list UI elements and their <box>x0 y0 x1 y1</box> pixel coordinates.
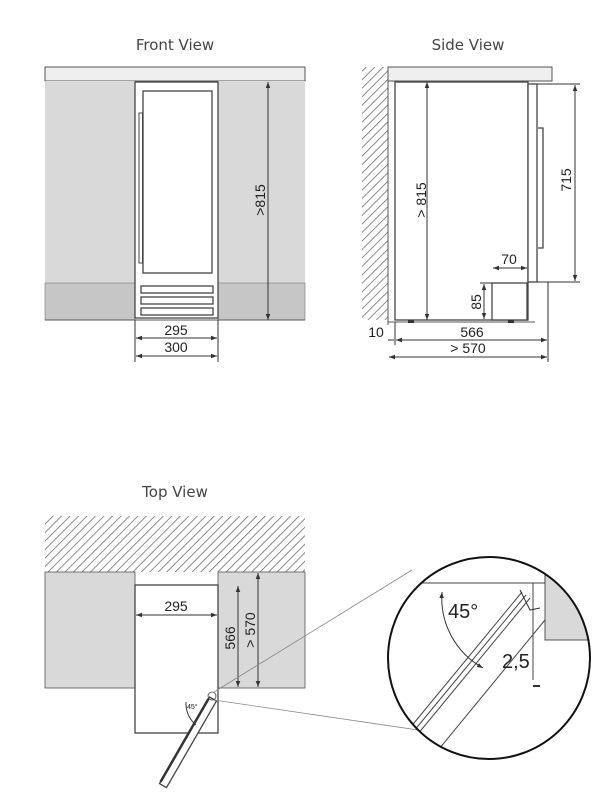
niche-depth-label: > 570 <box>450 340 486 356</box>
countertop <box>387 66 553 82</box>
countertop <box>44 66 306 82</box>
top-depth-label: 566 <box>222 626 238 650</box>
left-cabinet <box>45 81 135 283</box>
door-angle-small-label: 45° <box>187 703 198 711</box>
door-handle <box>138 112 143 264</box>
detail-angle-label: 45° <box>448 601 478 623</box>
top-view-title: Top View <box>141 483 208 501</box>
side-height-label: > 815 <box>413 182 429 218</box>
vent-box <box>491 282 528 321</box>
vent-slot <box>140 285 214 294</box>
right-cabinet <box>218 81 305 283</box>
inner-width-label: 295 <box>164 322 188 338</box>
wall-gap-label: 10 <box>368 324 384 340</box>
wall-hatch <box>362 67 388 320</box>
side-view-title: Side View <box>432 36 505 54</box>
front-view: Front View >815 295 300 <box>44 36 306 362</box>
height-dimension-label: >815 <box>252 184 268 216</box>
top-width-label: 295 <box>164 598 188 614</box>
detail-gap-label: 2,5 <box>502 651 530 673</box>
left-cabinet <box>44 571 136 689</box>
top-niche-depth-label: > 570 <box>242 612 258 648</box>
hinge-detail: 45° 2,5 <box>387 556 591 760</box>
left-plinth <box>44 282 136 321</box>
depth-label: 566 <box>460 324 484 340</box>
open-door <box>158 696 218 789</box>
side-view: Side View > 815 715 70 85 10 566 > 570 <box>362 36 580 362</box>
door-height-label: 715 <box>558 168 574 192</box>
outer-width-label: 300 <box>164 339 188 355</box>
cabinet-side <box>394 81 529 321</box>
vent-width-label: 70 <box>501 251 517 267</box>
door-side <box>527 83 538 283</box>
vent-slot <box>140 296 214 305</box>
wall-hatch <box>45 516 305 572</box>
glass-door <box>142 90 213 274</box>
top-view: Top View 295 566 > 570 45° <box>44 483 453 789</box>
door-handle-side <box>538 127 544 249</box>
vent-slot <box>140 307 214 316</box>
detail-circle <box>387 556 591 760</box>
vent-height-label: 85 <box>468 294 484 310</box>
front-view-title: Front View <box>136 36 214 54</box>
right-plinth <box>217 282 306 321</box>
